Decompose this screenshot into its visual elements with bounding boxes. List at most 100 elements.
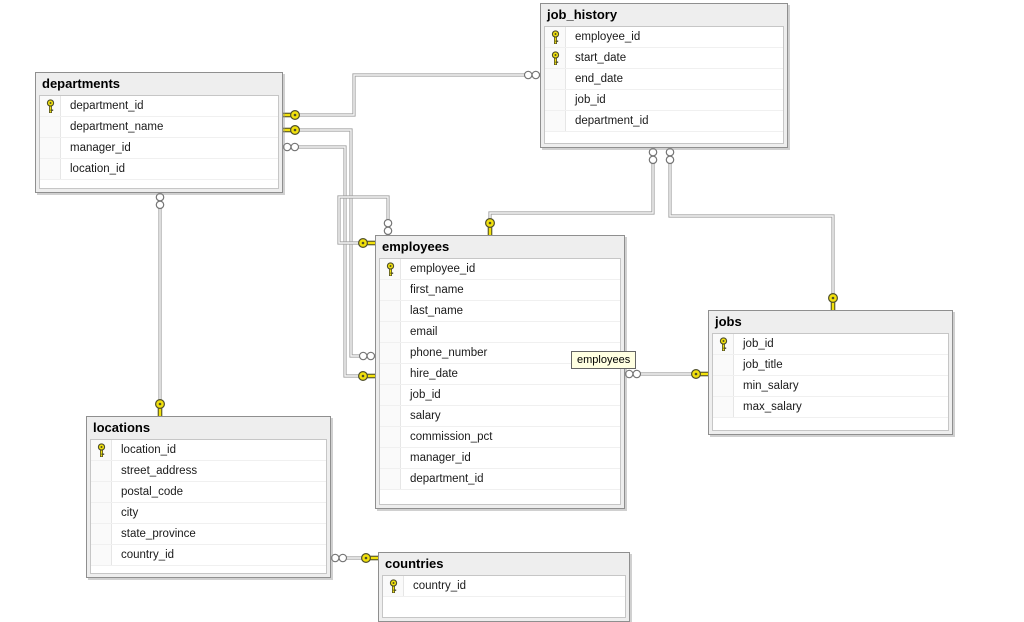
column-row-employees-hire_date[interactable]: hire_date [380, 364, 620, 385]
infinity-many-side-icon [330, 553, 348, 563]
column-name: department_id [410, 473, 484, 485]
relationship-line-departments-job_history[interactable] [283, 73, 540, 117]
column-row-locations-city[interactable]: city [91, 503, 326, 524]
relationship-line-jobs-job_history[interactable] [668, 148, 835, 310]
row-icon-empty [380, 406, 401, 426]
column-row-job_history-start_date[interactable]: start_date [545, 48, 783, 69]
table-title-jobs[interactable]: jobs [715, 314, 742, 329]
column-name: department_name [70, 121, 164, 133]
relationship-line-inner [489, 148, 654, 235]
table-title-job_history[interactable]: job_history [547, 7, 618, 22]
row-icon-empty [91, 482, 112, 502]
tooltip: employees [571, 351, 637, 369]
relationship-line-employees-job_history[interactable] [488, 148, 655, 235]
row-icon-empty [380, 427, 401, 447]
column-name: min_salary [743, 380, 799, 392]
key-one-side-icon [358, 371, 375, 382]
key-one-side-icon [358, 238, 375, 249]
table-title-countries[interactable]: countries [385, 556, 444, 571]
table-job_history[interactable]: job_history employee_id start_date end_da… [540, 3, 788, 148]
row-icon-empty [40, 159, 61, 179]
column-row-locations-postal_code[interactable]: postal_code [91, 482, 326, 503]
primary-key-icon [383, 576, 404, 596]
column-row-departments-manager_id[interactable]: manager_id [40, 138, 278, 159]
row-icon-empty [380, 469, 401, 489]
column-row-employees-commission_pct[interactable]: commission_pct [380, 427, 620, 448]
column-name: location_id [121, 444, 176, 456]
column-name: manager_id [410, 452, 471, 464]
column-row-job_history-department_id[interactable]: department_id [545, 111, 783, 132]
column-row-employees-last_name[interactable]: last_name [380, 301, 620, 322]
column-row-employees-employee_id[interactable]: employee_id [380, 259, 620, 280]
column-name: max_salary [743, 401, 802, 413]
row-icon-empty [380, 448, 401, 468]
column-name: first_name [410, 284, 464, 296]
column-name: street_address [121, 465, 198, 477]
infinity-many-side-icon [665, 147, 675, 165]
relationship-line-inner [283, 146, 375, 377]
key-one-side-icon [283, 124, 301, 135]
column-row-employees-manager_id[interactable]: manager_id [380, 448, 620, 469]
table-title-departments[interactable]: departments [42, 76, 121, 91]
column-name: job_id [743, 338, 774, 350]
column-name: email [410, 326, 438, 338]
column-name: job_id [410, 389, 441, 401]
table-jobs[interactable]: jobs job_id job_title min_salary max_salary [708, 310, 953, 435]
relationship-layer [155, 70, 838, 563]
column-row-departments-department_id[interactable]: department_id [40, 96, 278, 117]
column-name: department_id [70, 100, 144, 112]
column-name: end_date [575, 73, 623, 85]
column-row-jobs-min_salary[interactable]: min_salary [713, 376, 948, 397]
table-departments[interactable]: departments department_id department_name… [35, 72, 283, 193]
column-name: job_title [743, 359, 783, 371]
column-row-locations-location_id[interactable]: location_id [91, 440, 326, 461]
infinity-many-side-icon [358, 351, 376, 361]
column-row-locations-street_address[interactable]: street_address [91, 461, 326, 482]
primary-key-icon [40, 96, 61, 116]
column-row-locations-country_id[interactable]: country_id [91, 545, 326, 566]
key-one-side-icon [283, 109, 301, 120]
column-row-employees-department_id[interactable]: department_id [380, 469, 620, 490]
table-title-locations[interactable]: locations [93, 420, 151, 435]
key-one-side-icon [361, 552, 378, 563]
table-title-employees[interactable]: employees [382, 239, 450, 254]
column-row-employees-first_name[interactable]: first_name [380, 280, 620, 301]
relationship-line-employees-departments[interactable] [283, 145, 375, 378]
column-row-jobs-job_id[interactable]: job_id [713, 334, 948, 355]
column-row-jobs-job_title[interactable]: job_title [713, 355, 948, 376]
row-icon-empty [380, 364, 401, 384]
key-one-side-icon [827, 293, 838, 310]
column-row-employees-job_id[interactable]: job_id [380, 385, 620, 406]
column-row-job_history-job_id[interactable]: job_id [545, 90, 783, 111]
column-name: postal_code [121, 486, 184, 498]
column-row-countries-country_id[interactable]: country_id [383, 576, 625, 597]
table-employees[interactable]: employees employee_id first_name last_name… [375, 235, 625, 509]
column-row-employees-salary[interactable]: salary [380, 406, 620, 427]
primary-key-icon [545, 27, 566, 47]
row-icon-empty [380, 301, 401, 321]
column-row-employees-email[interactable]: email [380, 322, 620, 343]
row-icon-empty [545, 90, 566, 110]
column-name: location_id [70, 163, 125, 175]
column-row-departments-location_id[interactable]: location_id [40, 159, 278, 180]
table-countries[interactable]: countries country_id [378, 552, 630, 622]
column-row-job_history-end_date[interactable]: end_date [545, 69, 783, 90]
column-row-job_history-employee_id[interactable]: employee_id [545, 27, 783, 48]
column-row-departments-department_name[interactable]: department_name [40, 117, 278, 138]
row-icon-empty [380, 343, 401, 363]
row-icon-empty [40, 138, 61, 158]
column-row-locations-state_province[interactable]: state_province [91, 524, 326, 545]
row-icon-empty [545, 111, 566, 131]
column-name: last_name [410, 305, 464, 317]
row-icon-empty [713, 376, 734, 396]
primary-key-icon [545, 48, 566, 68]
key-one-side-icon [690, 369, 708, 380]
column-row-jobs-max_salary[interactable]: max_salary [713, 397, 948, 418]
column-row-employees-phone_number[interactable]: phone_number [380, 343, 620, 364]
row-icon-empty [380, 322, 401, 342]
relationship-line-inner [338, 196, 389, 244]
primary-key-icon [380, 259, 401, 279]
